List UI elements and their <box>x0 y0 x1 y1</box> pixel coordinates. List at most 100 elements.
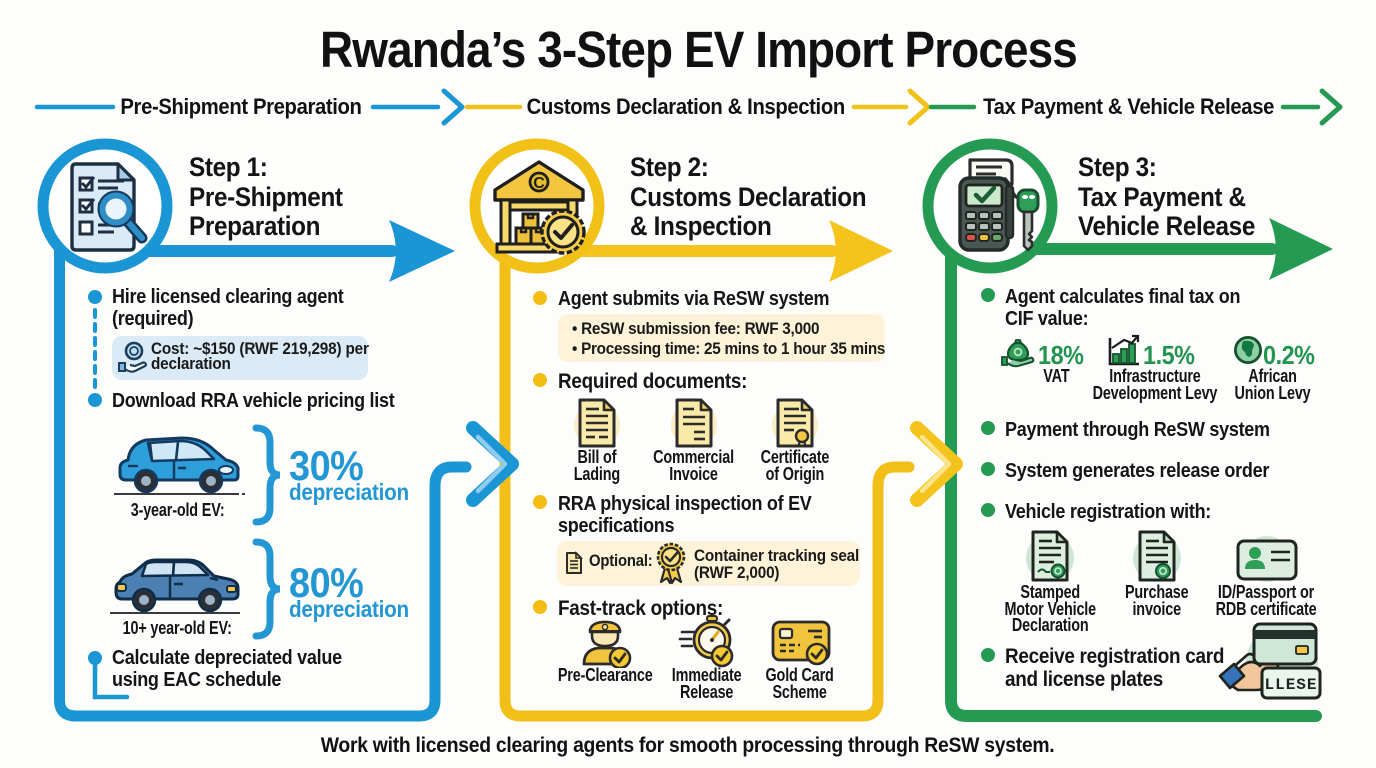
text-steps-1-fee-note-0: • ReSW submission fee: RWF 3,000 <box>572 319 820 338</box>
africa-globe-icon <box>1233 335 1263 365</box>
brace-1 <box>252 424 281 526</box>
coin-hand-icon <box>118 341 148 373</box>
optional-note-box <box>557 541 860 586</box>
timeline-label-3: Tax Payment & Vehicle Release <box>929 94 1329 120</box>
footer-note: Work with licensed clearing agents for s… <box>0 733 1376 758</box>
text-steps-0-cost-note-1: declaration <box>151 354 231 373</box>
text-steps-1-title-0: Step 2: <box>630 152 709 182</box>
step1-bullet-hire: Hire licensed clearing agent(required) <box>112 286 369 330</box>
timeline-label-1: Pre-Shipment Preparation <box>41 94 441 120</box>
text-timeline-labels-1: Customs Declaration & Inspection <box>526 94 846 119</box>
immediate-release-stopwatch-icon <box>678 615 734 668</box>
id-card-icon <box>1236 536 1298 582</box>
text-steps-1-bullets-documents: Required documents: <box>558 370 748 393</box>
step3-bullet-release: System generates release order <box>1005 460 1298 482</box>
text-steps-2-title-0: Step 3: <box>1078 152 1157 182</box>
text-steps-2-bullets-receive-1: and license plates <box>1005 668 1163 691</box>
timeline-connectors <box>34 88 1343 126</box>
text-steps-2-bullets-registration: Vehicle registration with: <box>1005 501 1212 523</box>
text-steps-0-bullets-hire-1: (required) <box>112 308 194 330</box>
text-steps-1-fasttrack-1-0: Immediate <box>672 665 742 685</box>
text-steps-0-cars-1-percent: 80% <box>289 559 364 606</box>
text-steps-2-taxes-0-percent: 18% <box>1038 340 1084 370</box>
bill-of-lading-icon <box>574 398 620 448</box>
text-footer: Work with licensed clearing agents for s… <box>321 733 1055 757</box>
pos-terminal-key-icon <box>958 158 1040 252</box>
text-steps-2-registration-docs-2-1: RDB certificate <box>1215 598 1317 619</box>
text-timeline-labels-2: Tax Payment & Vehicle Release <box>983 94 1275 119</box>
text-steps-2-bullets-calctax-0: Agent calculates final tax on <box>1005 286 1241 308</box>
text-steps-1-bullets-submit: Agent submits via ReSW system <box>558 288 830 310</box>
tax3-percent: 0.2% <box>1263 340 1320 371</box>
text-block: Container tracking seal(RWF 2,000) <box>694 547 859 581</box>
text-steps-1-documents-1-1: Invoice <box>669 463 719 484</box>
flow-path-yellow <box>499 244 915 722</box>
tax1-percent: 18% <box>1038 340 1089 371</box>
text-steps-2-registration-docs-0-2: Declaration <box>1011 615 1089 635</box>
text-steps-0-title-2: Preparation <box>189 211 321 241</box>
text-steps-2-bullets-release: System generates release order <box>1005 460 1270 482</box>
flow-arrow-blue-icon <box>466 421 519 507</box>
fee-note-box <box>558 314 885 362</box>
fasttrack1-label: Pre-Clearance <box>535 665 675 685</box>
text-steps-1-bullets-fasttrack: Fast-track options: <box>558 597 723 620</box>
text-steps-0-title-1: Pre-Shipment <box>189 181 343 212</box>
fee-note-text: • ReSW submission fee: RWF 3,000• Proces… <box>572 319 920 358</box>
sedan-ev-illustration <box>110 558 240 614</box>
warehouse-coin-letter: C <box>533 175 545 192</box>
gold-card-icon <box>771 620 831 666</box>
certificate-of-origin-icon <box>772 398 818 448</box>
text-steps-1-optional-label: Optional: <box>589 552 653 570</box>
checklist-magnifier-icon <box>70 162 148 252</box>
text-block: Hire licensed clearing agent(required) <box>112 286 344 330</box>
text-steps-1-documents-0-1: Lading <box>573 463 621 484</box>
text-block: Step 3:Tax Payment &Vehicle Release <box>1078 152 1255 242</box>
text-steps-2-taxes-2-label-1: Union Levy <box>1234 382 1311 403</box>
optional-label: Optional: <box>589 552 660 570</box>
step3-bullet-payment: Payment through ReSW system <box>1005 419 1299 441</box>
l-connector <box>92 661 130 700</box>
text-steps-1-documents-2-0: Certificate <box>760 447 830 467</box>
purchase-invoice-icon <box>1133 530 1181 582</box>
text-steps-1-fasttrack-0-0: Pre-Clearance <box>557 665 653 685</box>
text-steps-2-taxes-0-label-0: VAT <box>1042 366 1070 386</box>
text-steps-0-cars-0-caption: depreciation <box>289 479 409 505</box>
hatchback-ev-illustration <box>114 436 246 495</box>
text-steps-0-cost-note-0: Cost: ~$150 (RWF 219,298) per <box>151 339 369 358</box>
text-steps-1-optional-text-1: (RWF 2,000) <box>694 563 780 582</box>
text-steps-2-taxes-1-label-1: Development Levy <box>1092 382 1218 403</box>
text-steps-2-taxes-2-label-0: African <box>1248 366 1298 386</box>
timeline-arrow-yellow-icon <box>907 88 931 126</box>
text-steps-2-taxes-1-percent: 1.5% <box>1143 340 1195 370</box>
money-bag-hand-icon <box>1001 339 1035 368</box>
text-steps-1-fasttrack-1-1: Release <box>680 681 734 702</box>
car1-caption: depreciation <box>289 479 422 506</box>
text-steps-0-bullets-download: Download RRA vehicle pricing list <box>112 390 395 412</box>
tax1-label: VAT <box>1000 366 1112 386</box>
text-steps-2-registration-docs-0-0: Stamped <box>1020 582 1080 602</box>
text-block: • ReSW submission fee: RWF 3,000• Proces… <box>572 319 885 358</box>
text-steps-1-fasttrack-2-1: Scheme <box>772 681 828 702</box>
car2-label: 10+ year-old EV: <box>97 619 257 636</box>
car1-label: 3-year-old EV: <box>98 501 258 518</box>
license-plate-text: LLESE <box>1264 676 1317 694</box>
step3-title: Step 3:Tax Payment &Vehicle Release <box>1078 152 1275 242</box>
text-steps-1-optional-text-0: Container tracking seal <box>694 546 860 565</box>
